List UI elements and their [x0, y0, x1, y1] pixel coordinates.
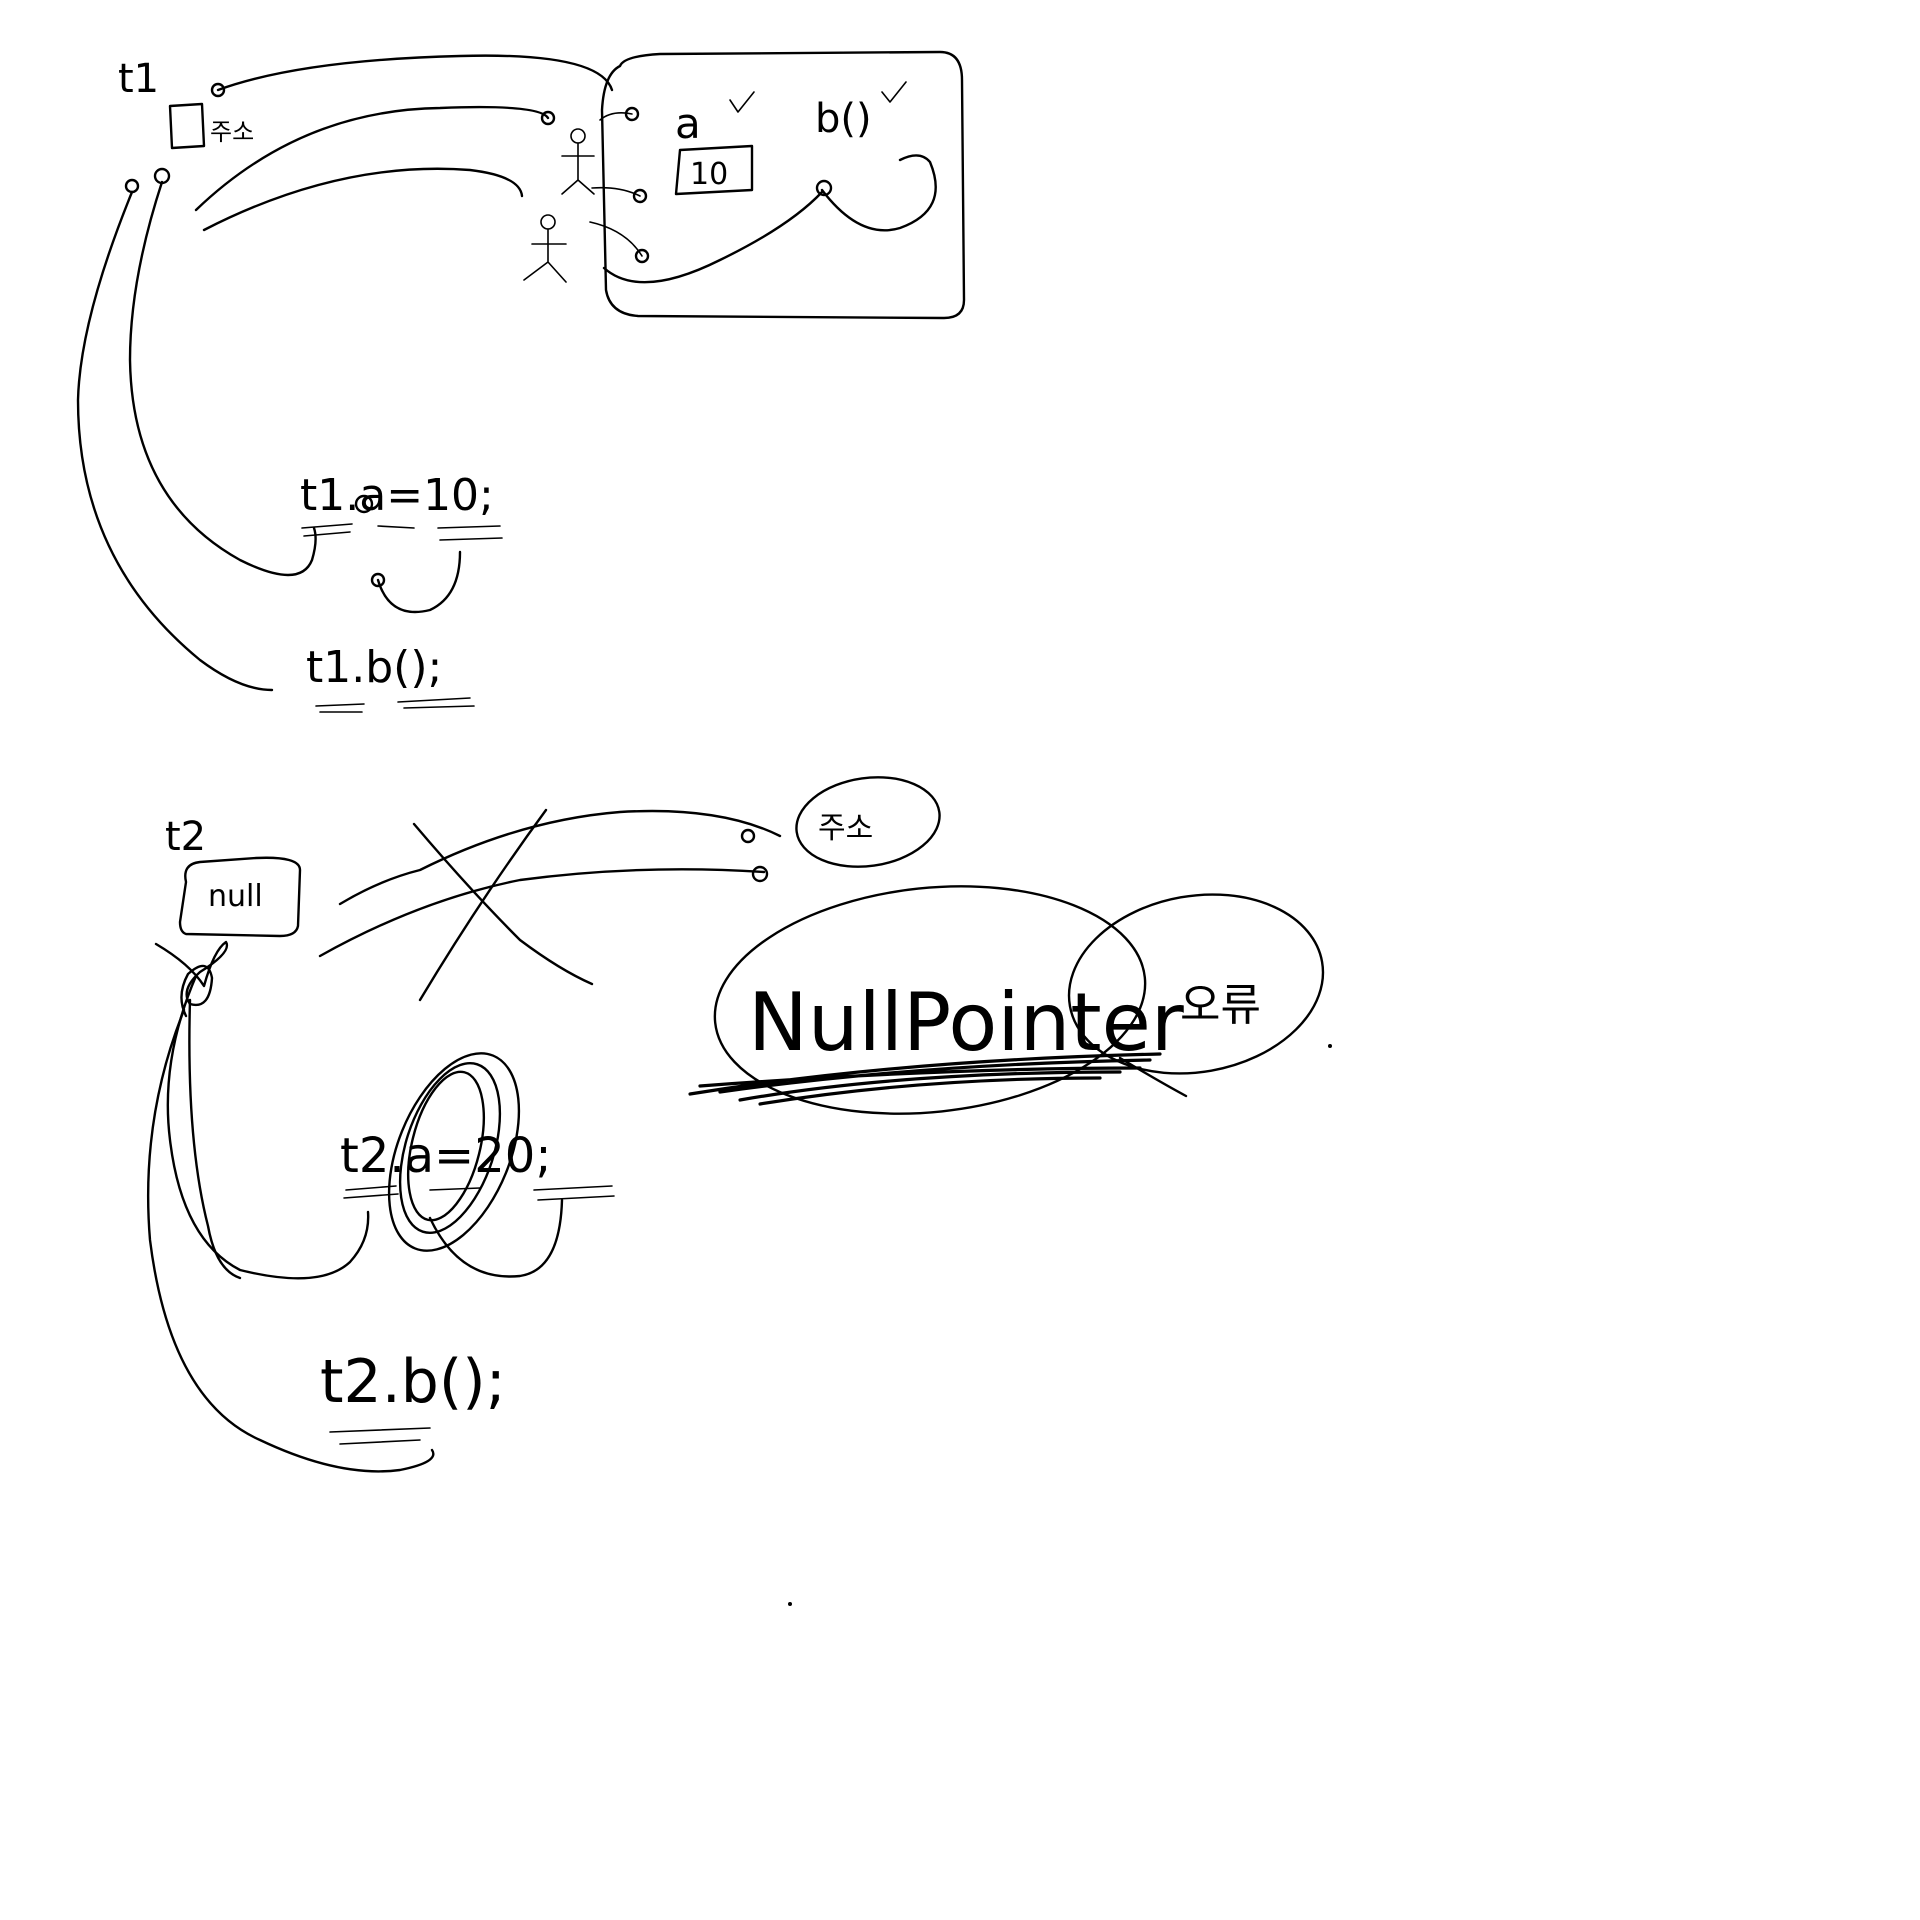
- link-dot-2: [632, 188, 648, 204]
- t1-address-note: 주소: [210, 118, 254, 146]
- ref-t2-to-call: [146, 1008, 435, 1473]
- address-target-circle: [795, 776, 941, 868]
- t1-lower-anchor-1: [124, 178, 140, 194]
- method-b-loop: [820, 154, 937, 232]
- heap-member-a: a: [675, 99, 701, 148]
- method-b-anchor: [815, 179, 833, 197]
- ref-t1-to-call: [76, 190, 274, 692]
- check-mark-b: [881, 81, 907, 103]
- t1-box: [168, 102, 206, 150]
- ref-to-figure-1: [194, 105, 550, 212]
- null-pointer-tail: [1118, 1056, 1188, 1098]
- underline-t1-call: [315, 697, 475, 713]
- link-line-2: [591, 186, 641, 197]
- loop-assign: [376, 550, 462, 614]
- section-1-diagram: t1 주소 a 10 b(): [76, 50, 966, 713]
- loop-assign-dot: [370, 572, 386, 588]
- ref-t2-lower: [318, 868, 766, 958]
- cross-out-stroke-1: [412, 822, 594, 986]
- stray-dot-1: [1328, 1044, 1332, 1048]
- ref-t1-to-assign: [128, 180, 317, 577]
- link-dot-3: [634, 248, 650, 264]
- heap-member-b: b(): [815, 96, 872, 142]
- address-target-note: 주소: [818, 811, 873, 846]
- stmt-t2-assign: t2.a=20;: [340, 1128, 552, 1184]
- link-line-1: [599, 112, 633, 121]
- ref-t1-to-object: [216, 54, 614, 92]
- null-pointer-ellipse: [713, 885, 1147, 1115]
- t2-box: [178, 856, 302, 938]
- t2-label: t2: [165, 814, 206, 860]
- section-2-diagram: t2 null 주소 NullPointer 오류 t2.a=20;: [146, 776, 1332, 1606]
- ref-t2-to-assign: [166, 974, 370, 1280]
- underline-t2-assign: [343, 1185, 615, 1201]
- stmt-t1-assign: t1.a=10;: [300, 470, 494, 521]
- focus-circle-a-2: [387, 1052, 521, 1252]
- loop-assign-2: [428, 1198, 564, 1278]
- member-a-value-box: [674, 144, 754, 196]
- ref-t2-upper-end: [740, 828, 756, 844]
- ref-to-figure-2: [202, 167, 524, 232]
- heap-object-box: [600, 50, 966, 320]
- exception-note-ellipse: [1067, 893, 1325, 1075]
- stmt-assign-anchor: [354, 494, 374, 514]
- stmt-t2-call: t2.b();: [320, 1347, 506, 1417]
- link-line-3: [589, 221, 643, 257]
- link-dot-1: [624, 106, 640, 122]
- underline-t1-assign: [301, 523, 503, 541]
- null-pointer-label: NullPointer: [748, 976, 1184, 1069]
- ref-t2-upper: [338, 809, 782, 906]
- check-mark-a: [729, 91, 755, 113]
- thread-figure-2: [523, 214, 567, 283]
- t2-scribble-knot: [154, 940, 229, 1018]
- t1-ref-anchor: [210, 82, 226, 98]
- cross-out-stroke-2: [418, 808, 548, 1002]
- underline-t2-call: [329, 1427, 431, 1445]
- heap-member-a-value: 10: [690, 157, 728, 192]
- thread-figure-1: [561, 128, 595, 195]
- figure-1-anchor: [540, 110, 556, 126]
- ref-t2-to-assign-2: [188, 998, 242, 1280]
- stmt-t1-call: t1.b();: [306, 642, 442, 693]
- stray-dot-2: [788, 1602, 792, 1606]
- ref-t2-lower-end: [751, 865, 769, 883]
- t1-label: t1: [118, 56, 159, 102]
- null-pointer-scribble: [688, 1052, 1162, 1106]
- t2-value: null: [208, 879, 263, 914]
- link-object-to-b: [602, 190, 824, 284]
- exception-note: 오류: [1180, 980, 1261, 1031]
- focus-circle-a-1: [398, 1062, 502, 1234]
- focus-circle-a-3: [407, 1070, 485, 1222]
